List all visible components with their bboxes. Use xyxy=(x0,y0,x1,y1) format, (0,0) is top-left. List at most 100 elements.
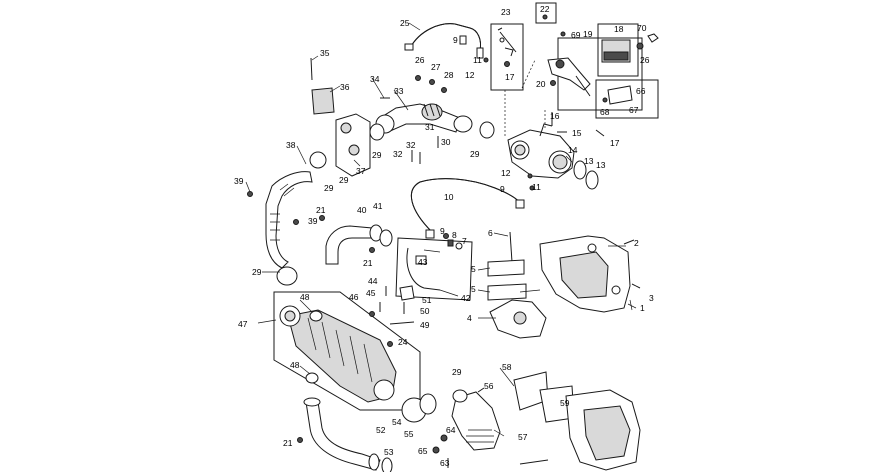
part-27-nut xyxy=(429,79,435,85)
part-54-seal xyxy=(419,393,437,415)
callout-5: 5 xyxy=(471,264,476,274)
callout-42: 42 xyxy=(461,293,471,303)
part-7-clip xyxy=(455,242,463,250)
part-20-nut xyxy=(550,80,556,86)
callout-36: 36 xyxy=(340,82,350,92)
callout-47: 47 xyxy=(238,319,248,329)
callout-50: 50 xyxy=(420,306,430,316)
callout-54: 54 xyxy=(392,417,402,427)
callout-51: 51 xyxy=(422,295,432,305)
callout-64: 64 xyxy=(446,425,456,435)
part-22-bolt xyxy=(542,14,548,20)
callout-20: 20 xyxy=(536,79,546,89)
part-56-bolt xyxy=(477,387,485,393)
callout-10: 10 xyxy=(444,192,454,202)
callout-32: 32 xyxy=(393,149,403,159)
part-53-gasket xyxy=(381,457,393,472)
callout-12: 12 xyxy=(465,70,475,80)
part-22-box xyxy=(535,2,557,24)
part-11-nut xyxy=(529,185,535,191)
part-67-bracket-group xyxy=(595,79,659,119)
part-35-rod xyxy=(310,57,313,81)
part-49-rod xyxy=(389,321,415,325)
callout-45: 45 xyxy=(366,288,376,298)
callout-14: 14 xyxy=(568,145,578,155)
part-10-tube xyxy=(411,178,525,239)
callout-40: 40 xyxy=(357,205,367,215)
callout-29: 29 xyxy=(452,367,462,377)
callout-56: 56 xyxy=(484,381,494,391)
part-37-block xyxy=(311,87,371,177)
part-33-pipe xyxy=(375,103,473,134)
part-23-sensor-group xyxy=(490,23,524,91)
callout-58: 58 xyxy=(502,362,512,372)
callout-2: 2 xyxy=(634,238,639,248)
callout-24: 24 xyxy=(398,337,408,347)
part-6-bolt xyxy=(509,231,513,263)
callout-9: 9 xyxy=(453,35,458,45)
part-70-clip xyxy=(636,33,659,50)
callout-25: 25 xyxy=(400,18,410,28)
part-lower-bracket xyxy=(519,389,641,471)
callout-12: 12 xyxy=(501,168,511,178)
part-51-sensor xyxy=(399,285,415,301)
callout-67: 67 xyxy=(629,105,639,115)
part-52-lower-pipe xyxy=(303,397,381,471)
callout-33: 33 xyxy=(394,86,404,96)
callout-21: 21 xyxy=(316,205,326,215)
part-4-mount xyxy=(489,299,547,339)
part-3-bolt xyxy=(631,283,641,289)
callout-55: 55 xyxy=(404,429,414,439)
callout-37: 37 xyxy=(356,166,366,176)
leader-dashed xyxy=(521,59,536,89)
part-40-elbow xyxy=(325,224,383,265)
callout-31: 31 xyxy=(425,122,435,132)
part-32-bolt xyxy=(411,150,421,164)
part-8-fitting xyxy=(447,239,454,247)
callout-27: 27 xyxy=(431,62,441,72)
part-29-gasket xyxy=(276,266,298,286)
callout-17: 17 xyxy=(505,72,515,82)
part-46-nut xyxy=(369,311,375,317)
callout-8: 8 xyxy=(452,230,457,240)
callout-49: 49 xyxy=(420,320,430,330)
callout-26: 26 xyxy=(640,55,650,65)
part-19-module-group xyxy=(547,23,643,111)
callout-48: 48 xyxy=(290,360,300,370)
part-2-bolt xyxy=(623,239,635,245)
callout-18: 18 xyxy=(614,24,624,34)
callout-52: 52 xyxy=(376,425,386,435)
callout-29: 29 xyxy=(372,150,382,160)
callout-65: 65 xyxy=(418,446,428,456)
callout-66: 66 xyxy=(636,86,646,96)
callout-22: 22 xyxy=(540,4,550,14)
callout-41: 41 xyxy=(373,201,383,211)
part-13-gaskets xyxy=(573,160,599,190)
part-9-washer xyxy=(483,57,489,63)
callout-26: 26 xyxy=(415,55,425,65)
part-57-connector xyxy=(451,389,501,451)
callout-53: 53 xyxy=(384,447,394,457)
callout-30: 30 xyxy=(441,137,451,147)
callout-44: 44 xyxy=(368,276,378,286)
part-9-washer xyxy=(443,233,449,239)
callout-9: 9 xyxy=(440,226,445,236)
callout-13: 13 xyxy=(596,160,606,170)
callout-46: 46 xyxy=(349,292,359,302)
callout-19: 19 xyxy=(583,29,593,39)
callout-32: 32 xyxy=(406,140,416,150)
callout-38: 38 xyxy=(286,140,296,150)
callout-15: 15 xyxy=(572,128,582,138)
part-64-nut xyxy=(440,434,448,442)
part-47-egr-cooler-group xyxy=(273,291,421,411)
callout-16: 16 xyxy=(550,111,560,121)
callout-21: 21 xyxy=(363,258,373,268)
callout-21: 21 xyxy=(283,438,293,448)
part-29-gasket xyxy=(479,121,495,139)
part-36-cover xyxy=(311,87,335,115)
callout-4: 4 xyxy=(467,313,472,323)
part-39-bolt xyxy=(247,191,253,197)
callout-29: 29 xyxy=(470,149,480,159)
part-12-nut xyxy=(527,173,533,179)
callout-1: 1 xyxy=(640,303,645,313)
